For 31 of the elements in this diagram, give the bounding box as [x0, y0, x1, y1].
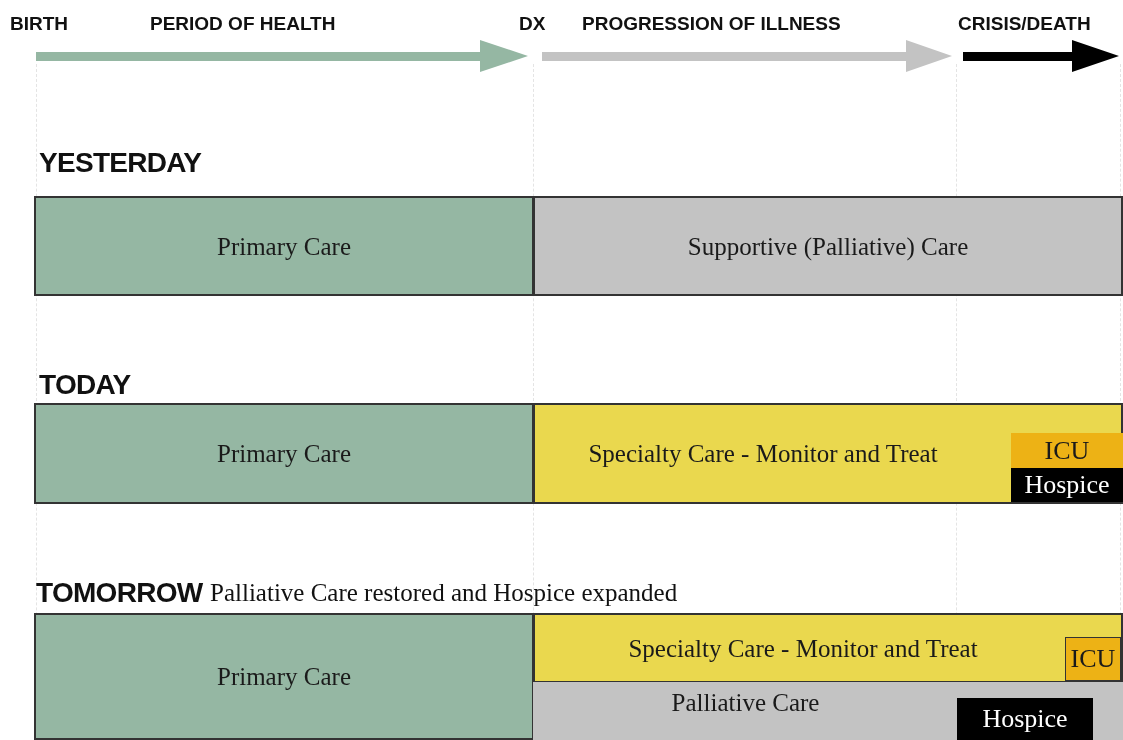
row-heading: TOMORROW [36, 576, 203, 610]
timeline-label: DX [519, 12, 546, 36]
care-label: Primary Care [217, 441, 351, 466]
care-band [533, 403, 1123, 504]
care-label: Palliative Care [671, 690, 820, 715]
care-label: Hospice [982, 706, 1068, 732]
timeline-label: BIRTH [10, 12, 69, 36]
care-band [34, 196, 534, 296]
care-band [533, 682, 1123, 740]
care-band [34, 403, 534, 504]
care-block [1065, 637, 1121, 681]
care-band [34, 613, 534, 740]
care-block [1011, 433, 1123, 468]
row-note: Palliative Care restored and Hospice expanded [210, 578, 678, 608]
care-band [533, 196, 1123, 296]
row-heading: YESTERDAY [39, 146, 202, 180]
care-label: Specialty Care - Monitor and Treat [628, 635, 978, 661]
care-label: ICU [1044, 437, 1090, 464]
care-band [533, 613, 1123, 683]
care-label: Supportive (Palliative) Care [687, 233, 969, 259]
care-label: Hospice [1024, 472, 1110, 498]
care-block [957, 698, 1093, 740]
timeline-label: CRISIS/DEATH [958, 12, 1091, 36]
timeline-label: PERIOD OF HEALTH [150, 12, 336, 36]
care-label: ICU [1070, 646, 1116, 672]
care-label: Primary Care [217, 233, 351, 259]
timeline-label: PROGRESSION OF ILLNESS [582, 12, 841, 36]
care-label: Specialty Care - Monitor and Treat [588, 441, 938, 466]
care-block [1011, 468, 1123, 502]
row-heading: TODAY [39, 368, 131, 402]
care-label: Primary Care [217, 664, 351, 689]
